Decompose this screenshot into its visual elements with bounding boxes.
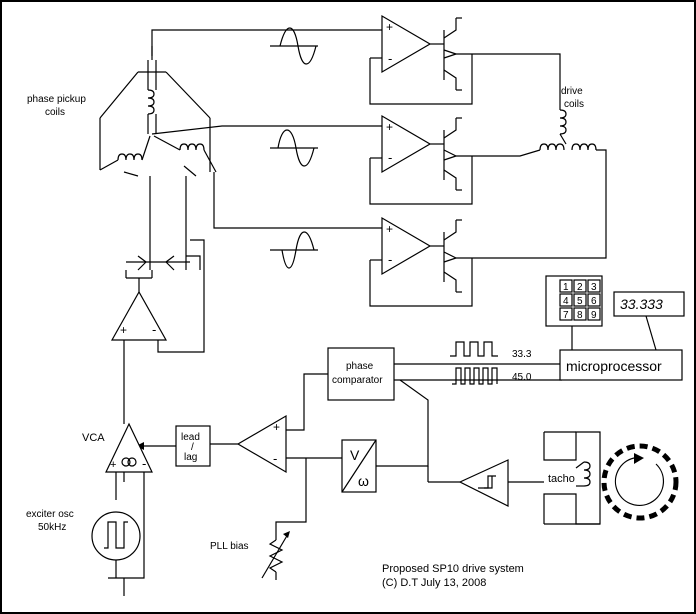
key-7	[559, 307, 573, 321]
tacho-label: tacho	[548, 473, 575, 485]
svg-text:+: +	[110, 459, 116, 471]
svg-text:-: -	[388, 150, 392, 165]
key-4	[559, 293, 573, 307]
svg-text:1: 1	[563, 282, 569, 293]
freq-45-label: 45.0	[512, 372, 532, 383]
svg-text:5: 5	[577, 296, 583, 307]
phase-pickup-coils	[99, 60, 217, 177]
keypad: 1 2 3 4 5 6 7 8 9	[545, 275, 603, 327]
exciter-label-1: exciter osc	[26, 509, 74, 520]
svg-text:+: +	[386, 222, 393, 236]
drive-coils	[476, 53, 607, 259]
drive-amp-2: + -	[369, 114, 476, 205]
drive-amp-1: + -	[369, 14, 476, 105]
drive-coils-label-2: coils	[564, 99, 584, 110]
svg-text:+: +	[273, 420, 280, 434]
footer-copyright: (C) D.T July 13, 2008	[382, 577, 486, 589]
key-5	[573, 293, 587, 307]
svg-text:-: -	[152, 322, 156, 337]
svg-text:9: 9	[591, 310, 597, 321]
phase-comparator-box	[327, 347, 395, 401]
exciter-label-2: 50kHz	[38, 522, 66, 533]
svg-text:-: -	[388, 252, 392, 267]
square-wave-33-icon	[450, 341, 498, 357]
microprocessor-label: microprocessor	[566, 358, 662, 374]
svg-text:+: +	[120, 323, 127, 337]
svg-text:4: 4	[563, 296, 569, 307]
phase-comparator-label-1: phase	[346, 361, 374, 372]
key-6	[587, 293, 601, 307]
schmitt-trigger	[458, 459, 544, 507]
square-wave-45-icon	[452, 367, 498, 385]
key-9	[587, 307, 601, 321]
phase-pickup-label-1: phase pickup	[27, 94, 86, 105]
sine-wave-icon-2	[270, 129, 318, 167]
key-8	[573, 307, 587, 321]
lead-lag-label-3: lag	[184, 452, 197, 463]
loop-filter-amp: + -	[210, 414, 342, 540]
sine-wave-icon-1	[270, 27, 318, 65]
lead-lag-box	[175, 425, 211, 467]
svg-text:+: +	[386, 120, 393, 134]
pll-bias-potentiometer	[261, 531, 290, 580]
key-3	[587, 279, 601, 293]
v-symbol: V	[350, 447, 360, 463]
pll-bias-label: PLL bias	[210, 541, 249, 552]
exciter-oscillator	[91, 511, 141, 596]
footer-title: Proposed SP10 drive system	[382, 563, 524, 575]
speed-display	[613, 291, 685, 317]
svg-text:7: 7	[563, 310, 569, 321]
vca: + -	[105, 422, 153, 579]
svg-text:-: -	[273, 451, 277, 466]
phase-pickup-label-2: coils	[45, 107, 65, 118]
key-1	[559, 279, 573, 293]
sine-wave-icons	[270, 27, 318, 269]
drive-amp-3: + -	[369, 216, 476, 307]
wire-comp-out	[286, 373, 328, 431]
lead-lag-label-1: lead	[181, 432, 200, 443]
svg-text:+: +	[386, 20, 393, 34]
svg-text:3: 3	[591, 282, 597, 293]
speed-display-value: 33.333	[620, 296, 663, 312]
platter-rotation-icon	[601, 443, 679, 521]
tacho-pickup	[543, 431, 601, 525]
svg-text:-: -	[142, 456, 146, 471]
svg-text:6: 6	[591, 296, 597, 307]
key-2	[573, 279, 587, 293]
microprocessor-box	[559, 349, 683, 381]
vca-label: VCA	[82, 432, 105, 444]
omega-symbol: ω	[358, 473, 369, 489]
phase-comparator-label-2: comparator	[332, 375, 383, 386]
svg-text:2: 2	[577, 282, 583, 293]
lead-lag-label-2: /	[191, 442, 194, 453]
pickup-wires	[151, 29, 382, 229]
pickup-preamp: + -	[110, 176, 205, 424]
sine-wave-icon-3	[270, 231, 318, 269]
svg-text:-: -	[388, 51, 392, 66]
drive-coils-label-1: drive	[561, 86, 583, 97]
freq-33-label: 33.3	[512, 349, 532, 360]
wire-vomega	[376, 379, 429, 467]
svg-text:8: 8	[577, 310, 583, 321]
